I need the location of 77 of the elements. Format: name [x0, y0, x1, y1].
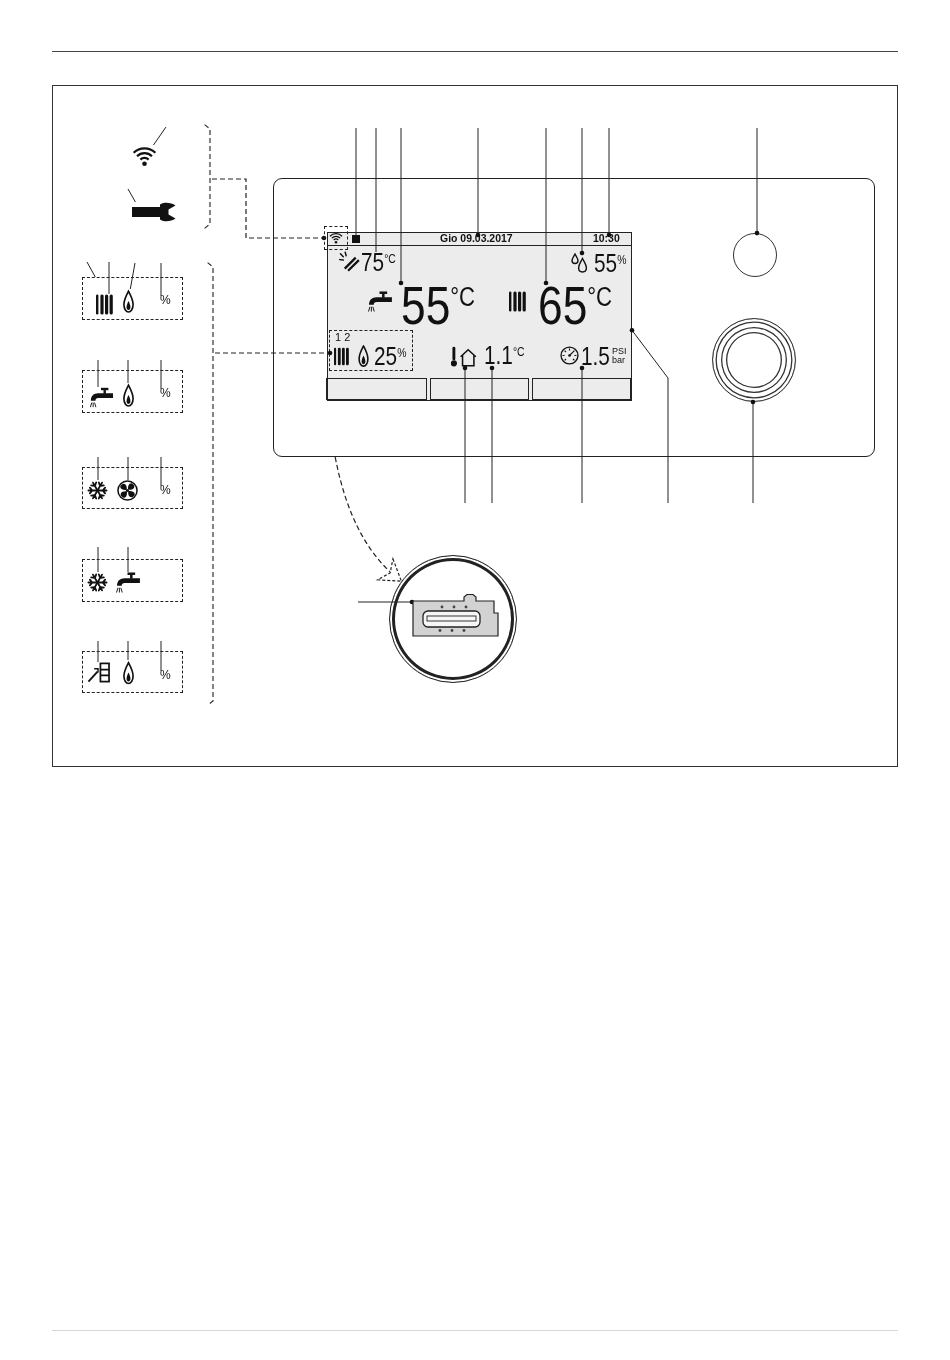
control-panel	[273, 178, 875, 457]
leader-line	[357, 599, 415, 605]
leader-line	[543, 127, 549, 286]
leader-line	[127, 640, 129, 661]
leader-line	[355, 127, 357, 237]
percent-sign: %	[160, 296, 171, 306]
faucet-icon	[89, 387, 113, 408]
snowflake-icon	[87, 572, 108, 593]
temperature-value: 1.1$^{°C}$	[484, 345, 525, 366]
leader-line	[750, 399, 756, 504]
dashed-frame	[82, 370, 183, 413]
leader-line	[160, 359, 162, 390]
leader-line	[462, 365, 468, 504]
pressure-value: 1.5	[581, 346, 610, 367]
percentage-value: 55$^{%}$	[594, 253, 627, 274]
leader-line	[754, 127, 760, 236]
leader-line	[579, 365, 585, 504]
radiator-icon	[96, 294, 113, 315]
leader-line	[398, 127, 404, 286]
leader-line	[153, 126, 167, 146]
leader-line	[97, 359, 99, 388]
dashed-frame	[329, 330, 413, 371]
percent-sign: %	[160, 389, 171, 399]
leader-line	[127, 359, 129, 384]
leader-line	[160, 262, 162, 297]
percent-sign: %	[160, 671, 171, 681]
dashed-frame	[82, 467, 183, 509]
faucet-icon	[115, 572, 140, 593]
leader-line	[489, 365, 495, 504]
leader-line	[86, 261, 96, 278]
flame-icon	[123, 383, 134, 408]
leader-line	[127, 456, 129, 481]
zone-numbers: 1 2	[335, 332, 351, 343]
temperature-value: 75$^{°C}$	[361, 252, 396, 273]
date-text: Gio 09.03.2017	[440, 234, 513, 243]
leader-line	[127, 546, 129, 573]
wrench-icon	[132, 202, 176, 222]
temperature-value: 65$^{°C}$	[538, 284, 613, 328]
dashed-frame	[82, 277, 183, 320]
thermometer-house-icon	[451, 346, 477, 367]
softkey-area	[326, 378, 427, 400]
curly-bracket	[204, 124, 212, 229]
status-square-icon	[352, 235, 360, 243]
leader-line	[160, 456, 162, 487]
leader-line	[606, 127, 612, 238]
leader-line	[375, 127, 377, 253]
clock-time: 10:30	[593, 234, 620, 243]
curly-bracket	[207, 262, 215, 706]
flame-icon	[123, 289, 134, 314]
solar-panel-icon	[87, 662, 110, 683]
wifi-icon	[132, 145, 157, 167]
dashed-frame	[82, 651, 183, 693]
percent-sign: %	[160, 486, 171, 496]
dashed-connector	[211, 178, 327, 241]
snowflake-icon	[87, 480, 108, 501]
leader-line	[97, 640, 99, 663]
unit-label: PSI bar	[612, 347, 628, 365]
percentage-value: 25$^{%}$	[374, 346, 407, 367]
fan-icon	[117, 480, 138, 501]
leader-line	[129, 262, 136, 290]
softkey-area	[430, 378, 529, 400]
lcd-display	[326, 231, 632, 401]
flame-icon	[123, 660, 134, 686]
leader-line	[629, 328, 669, 504]
socket-icon	[412, 593, 500, 637]
leader-line	[475, 127, 481, 238]
temperature-value: 55$^{°C}$	[401, 284, 476, 328]
leader-line	[160, 640, 162, 672]
leader-line	[97, 546, 99, 573]
dashed-connector	[214, 350, 333, 356]
softkey-area	[532, 378, 631, 400]
leader-line	[127, 188, 136, 203]
dashed-arrow	[334, 456, 402, 582]
dashed-frame	[82, 559, 183, 602]
leader-line	[108, 261, 110, 295]
leader-line	[579, 127, 585, 256]
leader-line	[97, 456, 99, 481]
